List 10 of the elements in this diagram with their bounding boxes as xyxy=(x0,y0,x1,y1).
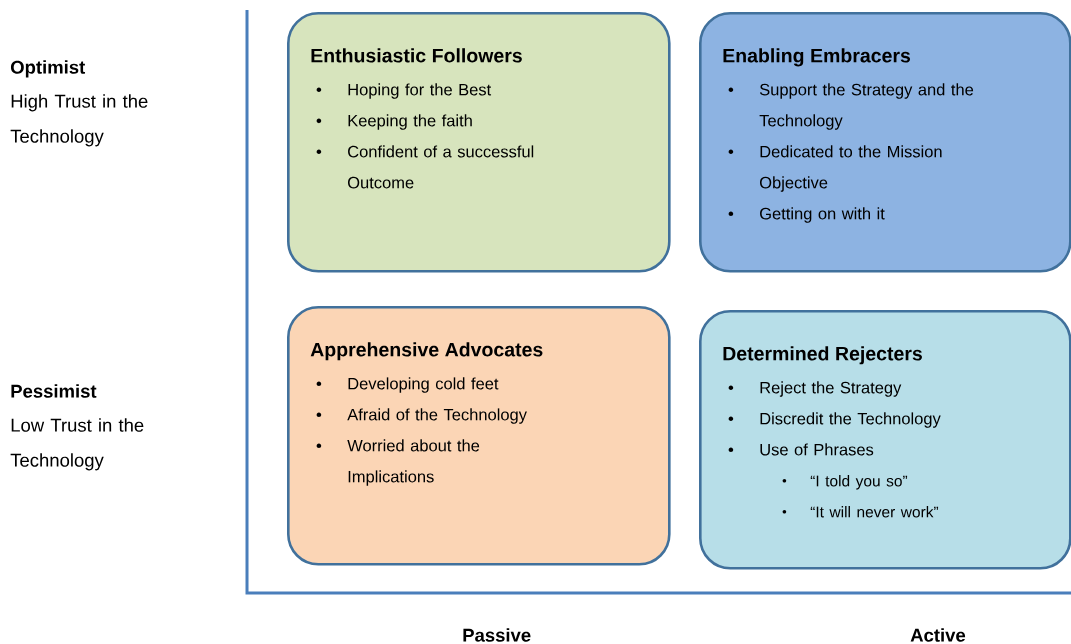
quadrant-box: Enthusiastic Followers Hoping for the Best Keeping the faith Confident of a successful Outcome xyxy=(287,12,671,273)
quadrant-box: Enabling Embracers Support the Strategy and the Technology Dedicated to the Mission Objective Getting on with it xyxy=(699,12,1071,273)
axis-label: Pessimist xyxy=(11,384,97,398)
axis-label: Active xyxy=(910,628,966,642)
axis-label: Passive xyxy=(463,628,531,642)
quadrant-box: Determined Rejecters Reject the Strategy Discredit the Technology Use of Phrases “I told you so” “It will never work” xyxy=(699,310,1071,570)
quadrant-box: Apprehensive Advocates Developing cold feet Afraid of the Technology Worried about the Implications xyxy=(287,306,671,566)
axis-label: Optimist xyxy=(10,60,86,78)
axis-description: Low Trust in the Technology xyxy=(10,418,144,471)
axis-description: High Trust in the Technology xyxy=(10,94,148,147)
